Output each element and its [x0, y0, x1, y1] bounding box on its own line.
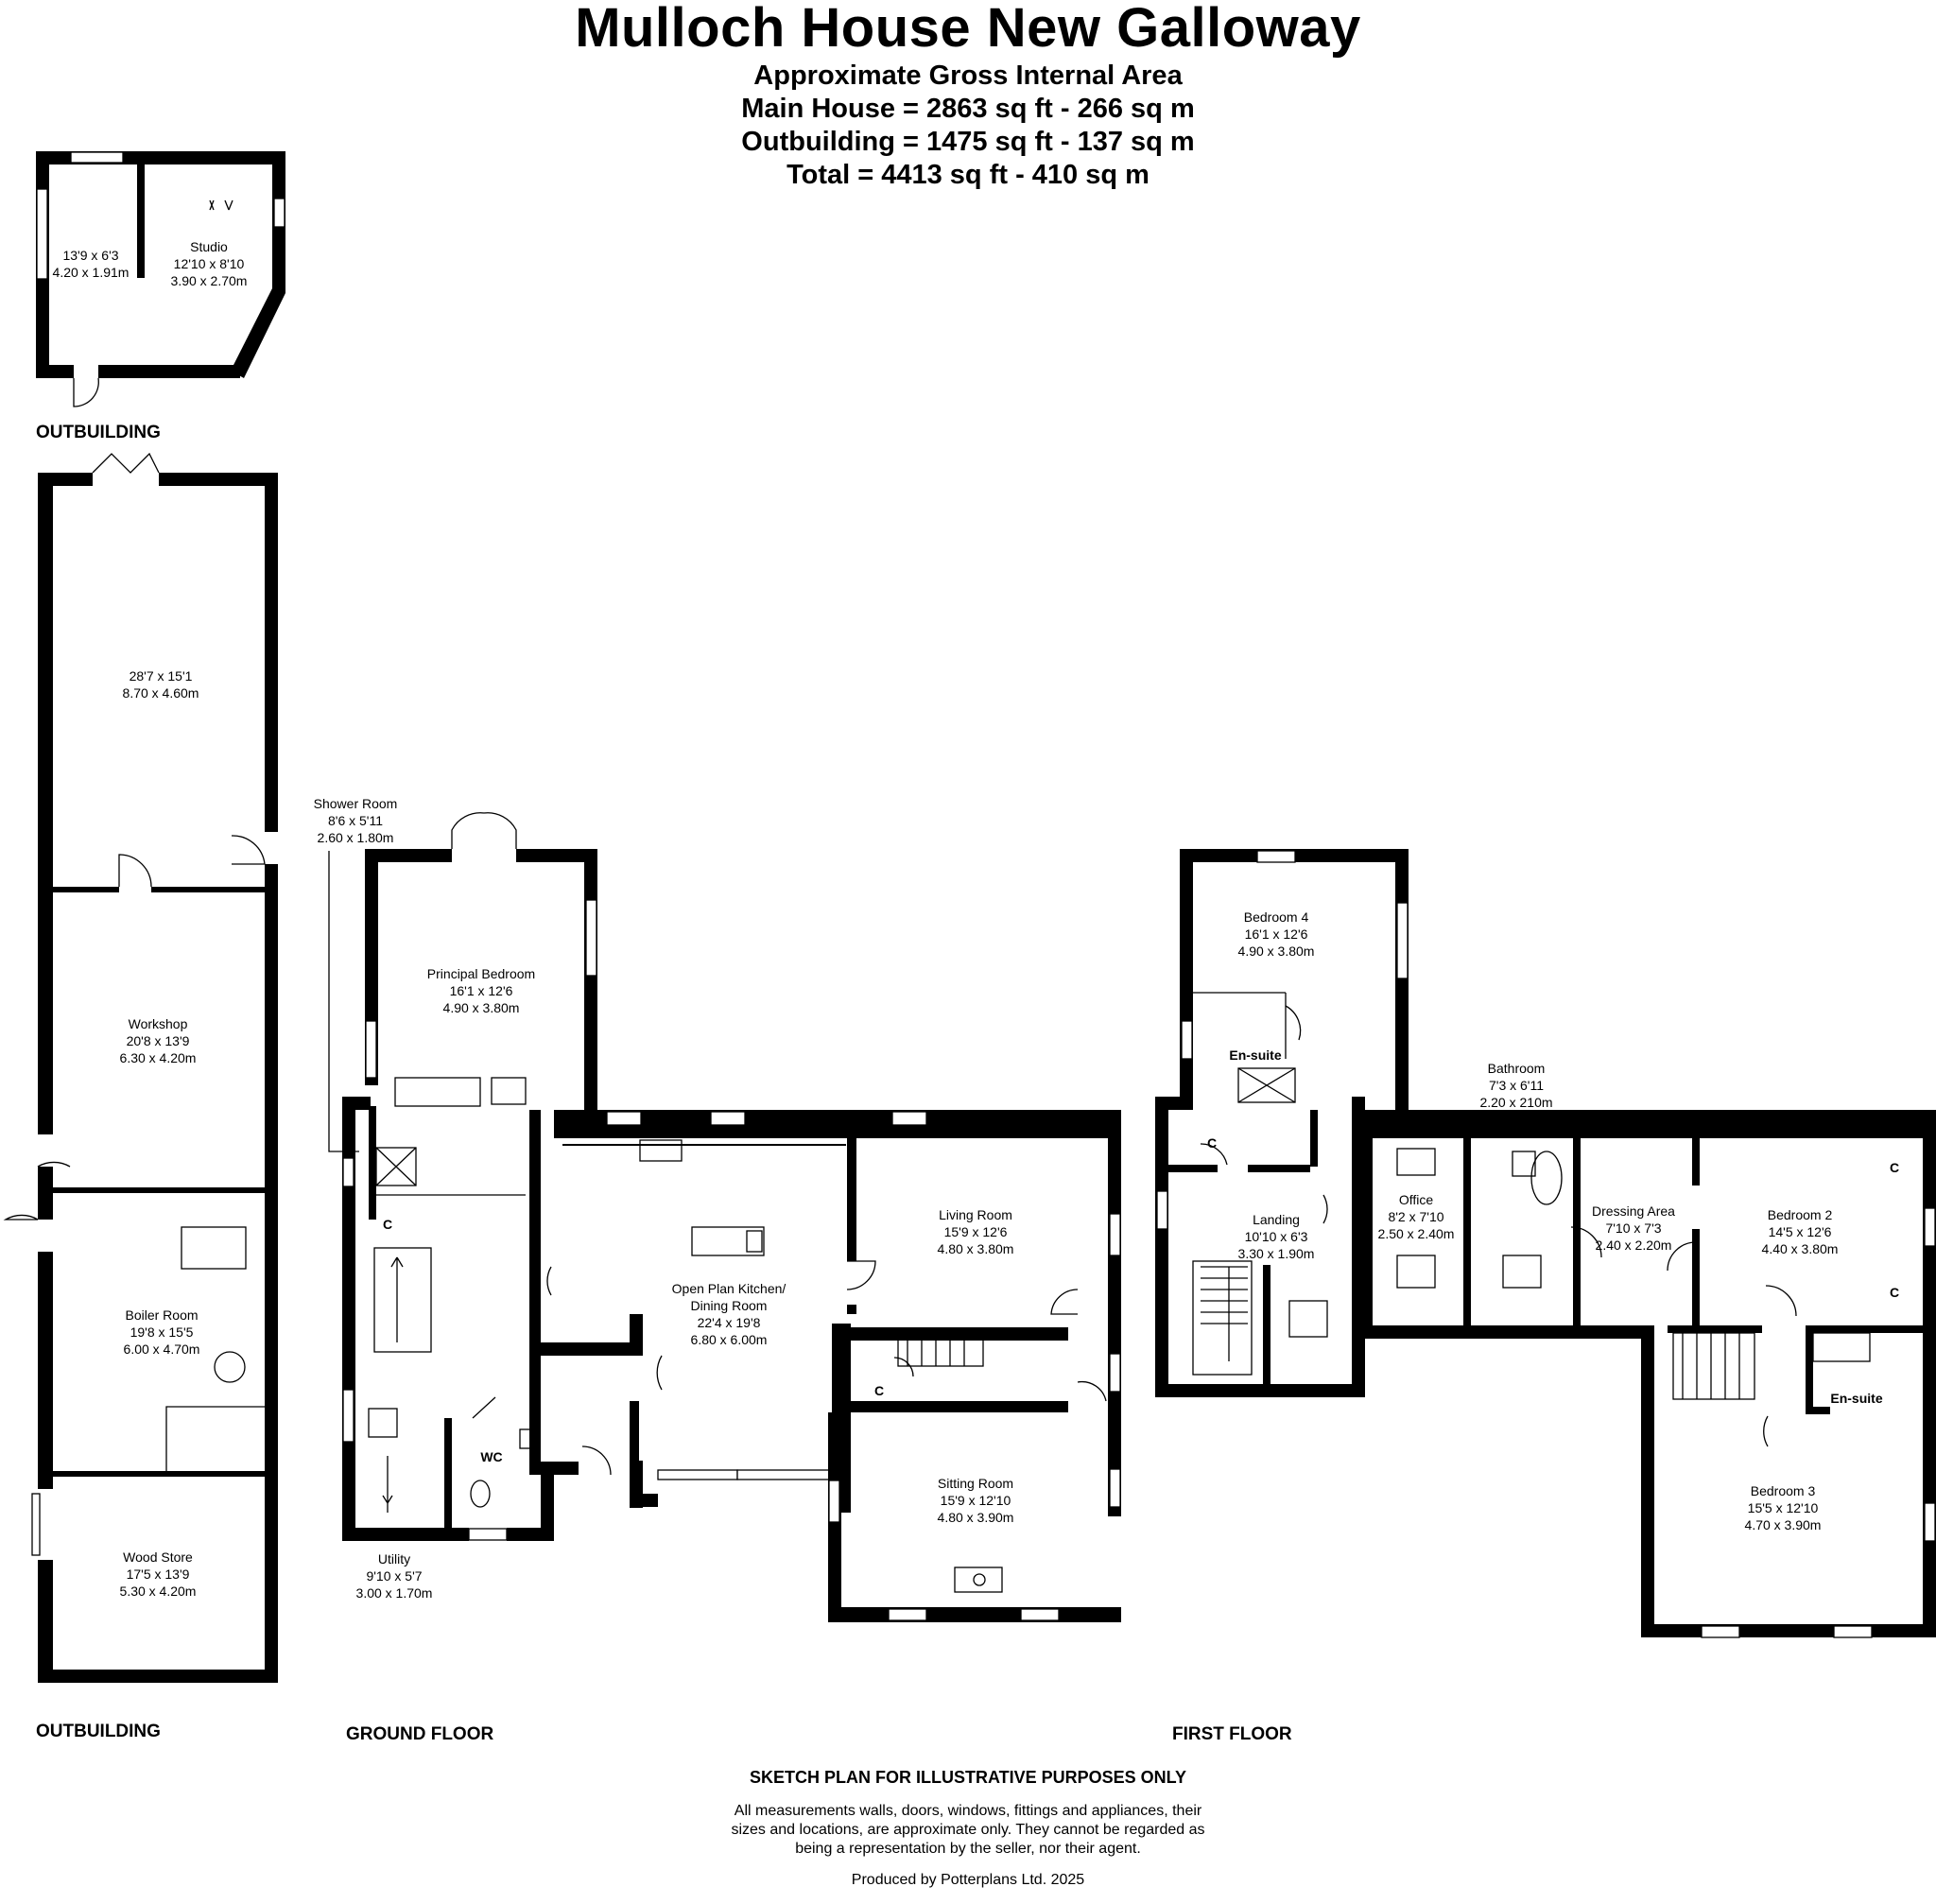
office-dim1: 8'2 x 7'10 — [1388, 1209, 1443, 1224]
cupboard-first-1: C — [1207, 1135, 1217, 1151]
cupboard-first-2: C — [1890, 1160, 1899, 1175]
bedroom4-dim2: 4.90 x 3.80m — [1238, 943, 1315, 959]
kitchen-name2: Dining Room — [691, 1298, 768, 1313]
bedroom2-name: Bedroom 2 — [1768, 1207, 1833, 1222]
studio-dim2: 3.90 x 2.70m — [171, 273, 248, 288]
shower-room-dim1: 8'6 x 5'11 — [328, 813, 383, 828]
floor-label-outbuilding-top: OUTBUILDING — [36, 423, 161, 442]
sitting-room-dim1: 15'9 x 12'10 — [941, 1493, 1011, 1508]
disclaimer-text: All measurements walls, doors, windows, … — [0, 1802, 1936, 1859]
ob-room1-dim2: 4.20 x 1.91m — [53, 265, 130, 280]
landing-name: Landing — [1253, 1212, 1300, 1227]
barn-dim2: 8.70 x 4.60m — [123, 685, 199, 701]
boiler-name: Boiler Room — [125, 1307, 198, 1323]
plan-title: Mulloch House New Galloway — [575, 0, 1361, 59]
bedroom4-dim1: 16'1 x 12'6 — [1245, 926, 1308, 942]
shower-room-dim2: 2.60 x 1.80m — [318, 830, 394, 845]
living-room-dim2: 4.80 x 3.80m — [938, 1241, 1014, 1256]
woodstore-name: Wood Store — [123, 1549, 193, 1565]
cupboard-ground-2: C — [874, 1383, 884, 1398]
bedroom3-dim2: 4.70 x 3.90m — [1745, 1517, 1822, 1532]
kitchen-dim1: 22'4 x 19'8 — [698, 1315, 761, 1330]
shower-room-name: Shower Room — [314, 796, 398, 811]
floor-label-outbuilding-bottom: OUTBUILDING — [36, 1722, 161, 1741]
office-dim2: 2.50 x 2.40m — [1378, 1226, 1455, 1241]
ground-floor-walls — [342, 812, 1121, 1622]
workshop-dim1: 20'8 x 13'9 — [127, 1033, 190, 1048]
dressing-name: Dressing Area — [1592, 1203, 1675, 1219]
dressing-dim1: 7'10 x 7'3 — [1605, 1220, 1661, 1236]
outbuilding-long-block — [3, 452, 278, 1683]
shower-room-leader — [328, 851, 359, 1152]
first-floor-walls — [1155, 849, 1936, 1638]
workshop-dim2: 6.30 x 4.20m — [120, 1050, 197, 1065]
bedroom4-name: Bedroom 4 — [1244, 909, 1309, 925]
utility-name: Utility — [378, 1551, 410, 1566]
total-area: Total = 4413 sq ft - 410 sq m — [786, 160, 1150, 190]
bathroom-name: Bathroom — [1488, 1061, 1546, 1076]
cupboard-first-3: C — [1890, 1285, 1899, 1300]
living-room-dim1: 15'9 x 12'6 — [944, 1224, 1008, 1239]
disclaimer-heading: SKETCH PLAN FOR ILLUSTRATIVE PURPOSES ON… — [749, 1768, 1187, 1787]
wc-name: WC — [480, 1449, 502, 1464]
landing-dim1: 10'10 x 6'3 — [1245, 1229, 1308, 1244]
disclaimer-line-1: All measurements walls, doors, windows, … — [734, 1803, 1202, 1819]
studio-dim1: 12'10 x 8'10 — [174, 256, 245, 271]
outbuilding-studio-block — [36, 151, 285, 407]
utility-dim2: 3.00 x 1.70m — [356, 1585, 433, 1601]
bathroom-dim1: 7'3 x 6'11 — [1489, 1078, 1544, 1093]
disclaimer-line-3: being a representation by the seller, no… — [795, 1841, 1141, 1857]
workshop-name: Workshop — [129, 1016, 188, 1031]
bedroom2-dim1: 14'5 x 12'6 — [1769, 1224, 1832, 1239]
kitchen-name1: Open Plan Kitchen/ — [672, 1281, 786, 1296]
bedroom3-name: Bedroom 3 — [1751, 1483, 1816, 1498]
disclaimer-line-2: sizes and locations, are approximate onl… — [731, 1822, 1205, 1838]
boiler-dim1: 19'8 x 15'5 — [130, 1324, 194, 1340]
utility-dim1: 9'10 x 5'7 — [366, 1568, 422, 1584]
landing-dim2: 3.30 x 1.90m — [1238, 1246, 1315, 1261]
woodstore-dim1: 17'5 x 13'9 — [127, 1566, 190, 1582]
bathroom-dim2: 2.20 x 210m — [1479, 1095, 1552, 1110]
barn-dim1: 28'7 x 15'1 — [130, 668, 193, 684]
principal-bedroom-dim2: 4.90 x 3.80m — [443, 1000, 520, 1015]
ensuite1-name: En-suite — [1229, 1047, 1281, 1063]
ob-room1-dim1: 13'9 x 6'3 — [62, 248, 118, 263]
living-room-name: Living Room — [939, 1207, 1012, 1222]
dressing-dim2: 2.40 x 2.20m — [1596, 1238, 1672, 1253]
ensuite2-name: En-suite — [1830, 1391, 1882, 1406]
bedroom2-dim2: 4.40 x 3.80m — [1762, 1241, 1839, 1256]
studio-name: Studio — [190, 239, 228, 254]
office-name: Office — [1399, 1192, 1434, 1207]
outbuilding-area: Outbuilding = 1475 sq ft - 137 sq m — [741, 127, 1195, 157]
bedroom3-dim1: 15'5 x 12'10 — [1748, 1500, 1819, 1515]
kitchen-dim2: 6.80 x 6.00m — [691, 1332, 768, 1347]
boiler-dim2: 6.00 x 4.70m — [124, 1341, 200, 1357]
floor-label-ground: GROUND FLOOR — [346, 1724, 493, 1744]
principal-bedroom-dim1: 16'1 x 12'6 — [450, 983, 513, 998]
floor-label-first: FIRST FLOOR — [1172, 1724, 1292, 1744]
area-subtitle: Approximate Gross Internal Area — [753, 61, 1183, 91]
main-house-area: Main House = 2863 sq ft - 266 sq m — [741, 94, 1195, 124]
cupboard-ground-1: C — [383, 1217, 392, 1232]
produced-by: Produced by Potterplans Ltd. 2025 — [851, 1872, 1085, 1888]
sitting-room-name: Sitting Room — [938, 1476, 1013, 1491]
principal-bedroom-name: Principal Bedroom — [427, 966, 535, 981]
sitting-room-dim2: 4.80 x 3.90m — [938, 1510, 1014, 1525]
woodstore-dim2: 5.30 x 4.20m — [120, 1584, 197, 1599]
